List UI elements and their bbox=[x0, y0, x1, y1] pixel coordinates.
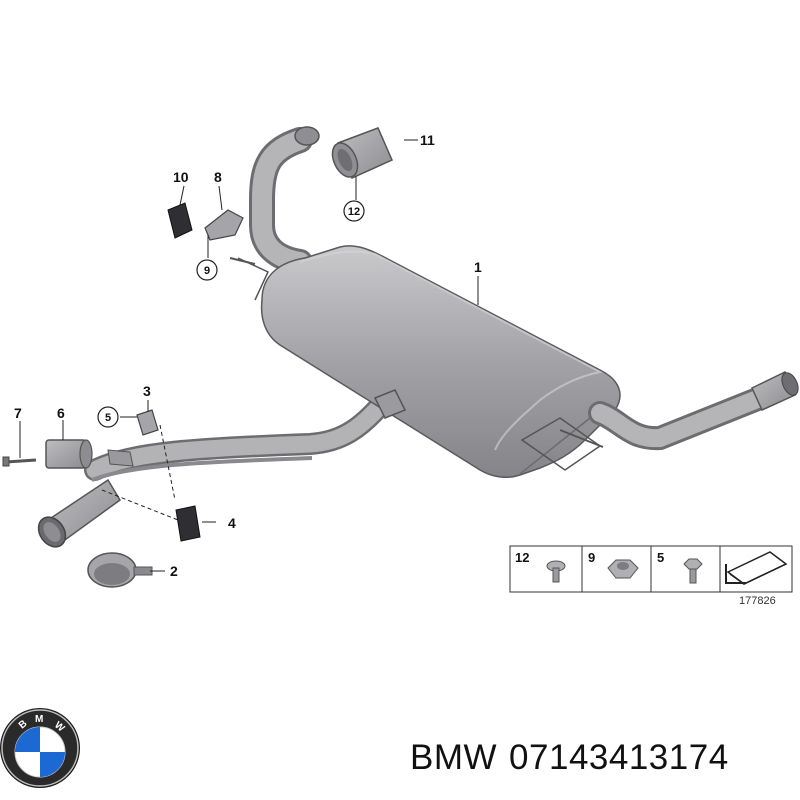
muffler-inlet-connector bbox=[373, 389, 407, 419]
callout-6: 6 bbox=[57, 405, 65, 421]
bracket-8 bbox=[204, 209, 244, 241]
caption-brand: BMW bbox=[410, 738, 498, 777]
rubber-mount-10 bbox=[167, 202, 193, 239]
callout-4: 4 bbox=[228, 515, 236, 531]
logo-letter-m: M bbox=[35, 714, 43, 725]
pipe-sleeve bbox=[331, 127, 393, 180]
screw-icon bbox=[546, 560, 566, 583]
bracket-3 bbox=[136, 409, 159, 436]
legend-number-9: 9 bbox=[588, 550, 595, 565]
bolt-icon bbox=[683, 558, 703, 584]
legend-number-5: 5 bbox=[657, 550, 664, 565]
callout-circle-5 bbox=[97, 406, 119, 428]
rear-muffler bbox=[237, 245, 621, 478]
legend-number-12: 12 bbox=[515, 550, 529, 565]
fastener-legend: 12 9 5 bbox=[509, 545, 793, 593]
callout-circle-12 bbox=[343, 200, 365, 222]
bolt-7 bbox=[2, 456, 37, 467]
inlet-pipe bbox=[249, 126, 320, 275]
clamp-2 bbox=[87, 552, 153, 588]
callouts: 1 2 3 4 6 7 8 10 11 12 9 5 bbox=[14, 132, 482, 579]
leader-lines bbox=[19, 139, 479, 572]
tail-pipe-left bbox=[37, 478, 121, 548]
front-pipe bbox=[84, 389, 396, 482]
callout-7: 7 bbox=[14, 405, 22, 421]
rubber-mount-4 bbox=[175, 505, 201, 542]
hanger-rod bbox=[229, 257, 256, 265]
callout-2: 2 bbox=[170, 563, 178, 579]
callout-12: 12 bbox=[348, 206, 360, 218]
muffler-outlet-pipe bbox=[588, 370, 799, 451]
caption-part-number: 07143413174 bbox=[509, 738, 729, 777]
callout-5: 5 bbox=[105, 412, 111, 424]
callout-11: 11 bbox=[420, 132, 435, 148]
callout-circle-9 bbox=[196, 259, 218, 281]
arrow-shim-icon bbox=[725, 551, 788, 585]
callout-9: 9 bbox=[204, 265, 210, 277]
callout-1: 1 bbox=[474, 259, 482, 275]
callout-8: 8 bbox=[214, 169, 222, 185]
part-caption: BMW 07143413174 bbox=[410, 738, 741, 778]
bmw-logo: B M W bbox=[0, 708, 80, 788]
drawing-number: 177826 bbox=[739, 595, 776, 607]
callout-3: 3 bbox=[143, 383, 151, 399]
coupling-6 bbox=[45, 439, 93, 469]
callout-10: 10 bbox=[173, 169, 189, 185]
nut-icon bbox=[607, 559, 639, 579]
